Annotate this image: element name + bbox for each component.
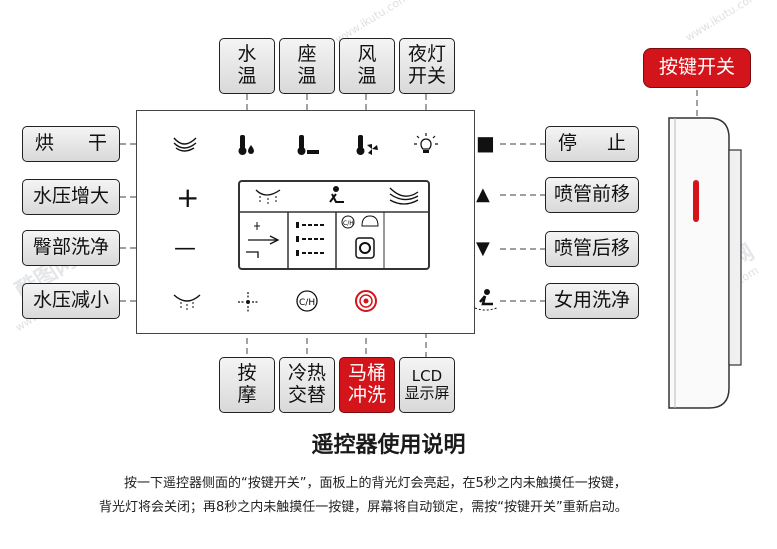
nozzle-back-button[interactable]: 喷管后移 xyxy=(545,231,639,267)
flush-button[interactable]: 马桶 冲洗 xyxy=(339,357,395,413)
cold-hot-icon[interactable]: C/H xyxy=(294,288,320,314)
flush-icon[interactable] xyxy=(353,288,379,314)
power-key-button[interactable]: 按键开关 xyxy=(643,48,751,88)
lcd-display: C/H xyxy=(238,180,430,270)
wind-temp-icon xyxy=(356,135,378,155)
lcd-button[interactable]: LCD 显示屏 xyxy=(399,357,455,413)
female-wash-icon[interactable] xyxy=(473,288,499,312)
female-wash-button[interactable]: 女用洗净 xyxy=(545,283,639,319)
remote-side-view xyxy=(668,117,742,409)
water-temp-icon xyxy=(238,135,254,155)
massage-icon[interactable] xyxy=(236,290,260,314)
massage-button[interactable]: 按 摩 xyxy=(219,357,275,413)
wind-temp-button[interactable]: 风 温 xyxy=(339,38,395,94)
seat-temp-button[interactable]: 座 温 xyxy=(279,38,335,94)
dry-button-label-b: 干 xyxy=(87,132,107,155)
night-light-button[interactable]: 夜灯 开关 xyxy=(399,38,455,94)
pressure-up-button[interactable]: 水压增大 xyxy=(22,179,120,215)
nozzle-forward-icon[interactable]: ▲ xyxy=(476,184,490,205)
page-title: 遥控器使用说明 xyxy=(311,433,466,458)
dry-button[interactable]: 烘干 xyxy=(22,126,120,162)
nozzle-forward-button[interactable]: 喷管前移 xyxy=(545,177,639,213)
water-temp-button[interactable]: 水 温 xyxy=(219,38,275,94)
minus-icon[interactable]: — xyxy=(174,236,196,261)
night-light-icon xyxy=(414,133,438,153)
lcd-cold-hot-label: C/H xyxy=(343,220,354,227)
stop-button-label-a: 停 xyxy=(558,132,578,155)
seat-temp-icon xyxy=(297,135,319,155)
instruction-line-2: 背光灯将会关闭；再8秒之内未触摸任一按键，屏幕将自动锁定，需按“按键开关”重新启… xyxy=(99,500,628,515)
stop-button-label-b: 止 xyxy=(606,132,626,155)
pressure-down-button[interactable]: 水压减小 xyxy=(22,283,120,319)
lcd-screen-graphic: C/H xyxy=(240,186,428,268)
instruction-line-1: 按一下遥控器侧面的“按键开关”，面板上的背光灯会亮起，在5秒之内未触摸任一按键， xyxy=(124,476,627,491)
nozzle-back-icon[interactable]: ▼ xyxy=(476,238,490,259)
cold-hot-label: C/H xyxy=(299,298,315,308)
rear-wash-button[interactable]: 臀部洗净 xyxy=(22,230,120,266)
cold-hot-button[interactable]: 冷热 交替 xyxy=(279,357,335,413)
dry-button-label-a: 烘 xyxy=(35,132,55,155)
stop-icon[interactable]: ■ xyxy=(476,131,495,155)
stop-button[interactable]: 停止 xyxy=(545,126,639,162)
plus-icon[interactable]: + xyxy=(176,181,200,214)
dryer-icon xyxy=(173,137,197,152)
pressure-down-icon[interactable] xyxy=(172,292,202,310)
